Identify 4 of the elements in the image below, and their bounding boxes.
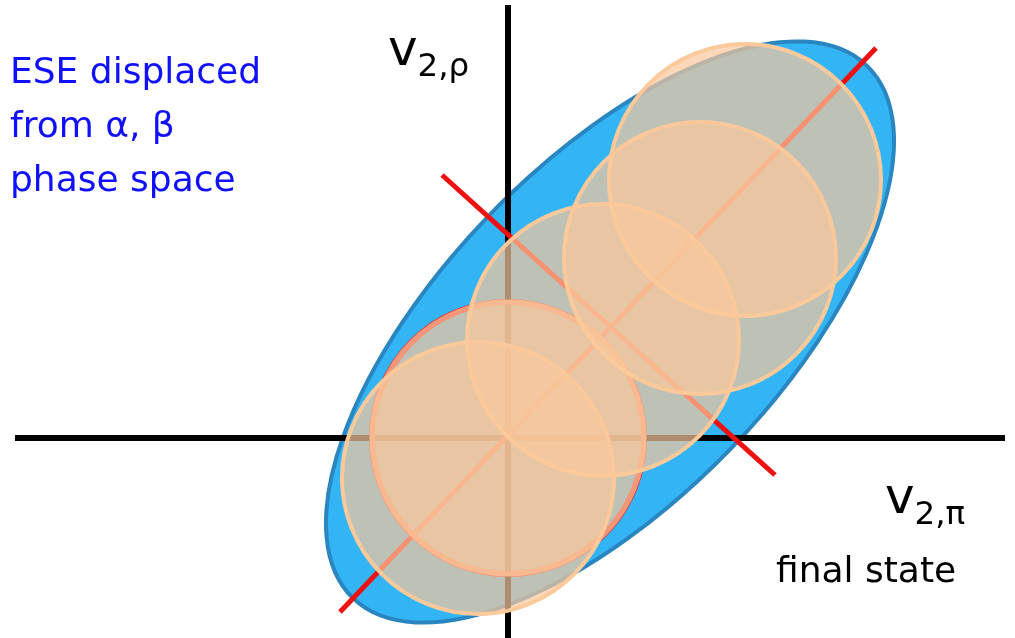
axis-label: v$_{2,ρ}$ xyxy=(388,18,471,86)
annotation-text: ESE displaced from α, β phase space xyxy=(10,49,263,201)
axis-label: v$_{2,π}$ xyxy=(885,466,967,534)
axis-caption: final state xyxy=(776,548,958,592)
